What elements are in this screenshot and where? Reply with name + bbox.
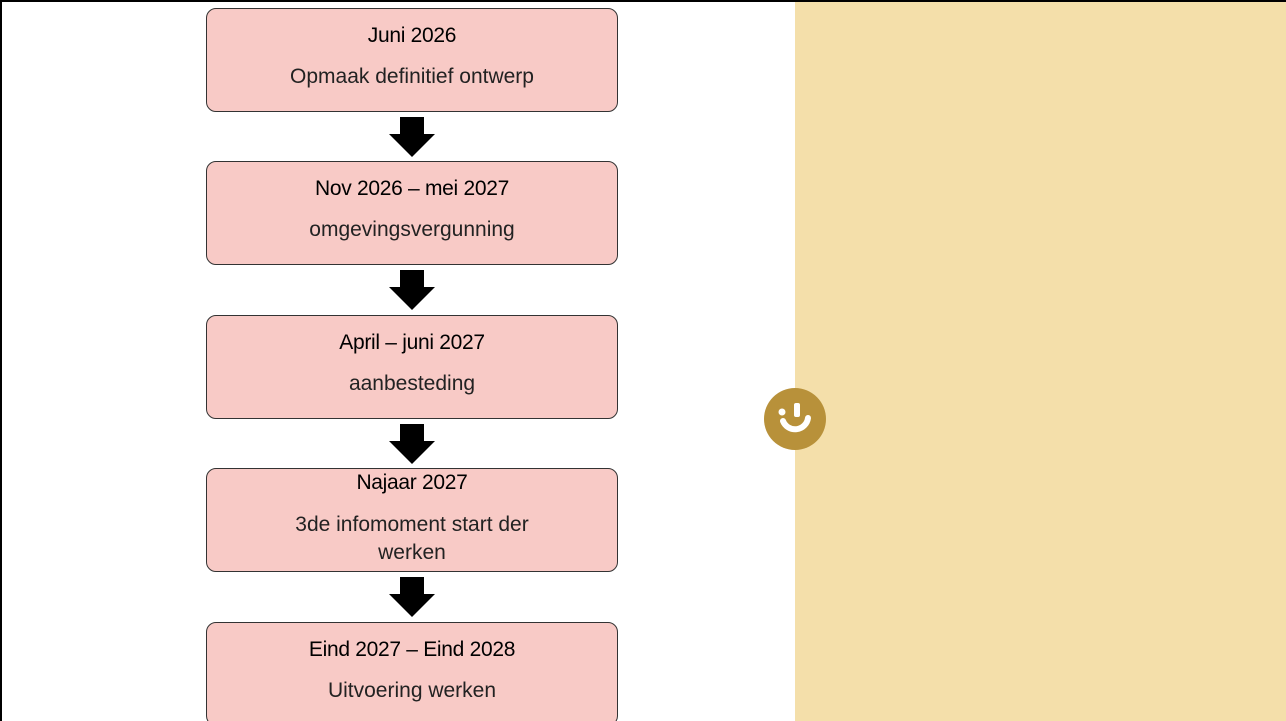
timeline-step-1: Juni 2026 Opmaak definitief ontwerp bbox=[206, 8, 618, 112]
arrow-down-icon bbox=[389, 270, 435, 310]
timeline-step-4: Najaar 2027 3de infomoment start der wer… bbox=[206, 468, 618, 572]
step-title: Nov 2026 – mei 2027 bbox=[315, 177, 509, 200]
decorative-panel bbox=[795, 2, 1286, 721]
step-title: Juni 2026 bbox=[367, 24, 457, 47]
step-title: Eind 2027 – Eind 2028 bbox=[308, 638, 516, 661]
arrow-down-icon bbox=[389, 117, 435, 157]
step-title: April – juni 2027 bbox=[339, 331, 485, 354]
arrow-down-icon bbox=[389, 577, 435, 617]
timeline-step-5: Eind 2027 – Eind 2028 Uitvoering werken bbox=[206, 622, 618, 721]
circle-logo-icon bbox=[764, 388, 826, 450]
step-description: 3de infomoment start der werken bbox=[295, 513, 529, 564]
step-description: Uitvoering werken bbox=[327, 679, 497, 702]
step-description: Opmaak definitief ontwerp bbox=[290, 65, 534, 88]
timeline-step-2: Nov 2026 – mei 2027 omgevingsvergunning bbox=[206, 161, 618, 265]
step-description: omgevingsvergunning bbox=[309, 218, 515, 241]
arrow-down-icon bbox=[389, 424, 435, 464]
step-description: aanbesteding bbox=[348, 372, 476, 395]
step-title: Najaar 2027 bbox=[356, 471, 468, 494]
timeline-step-3: April – juni 2027 aanbesteding bbox=[206, 315, 618, 419]
